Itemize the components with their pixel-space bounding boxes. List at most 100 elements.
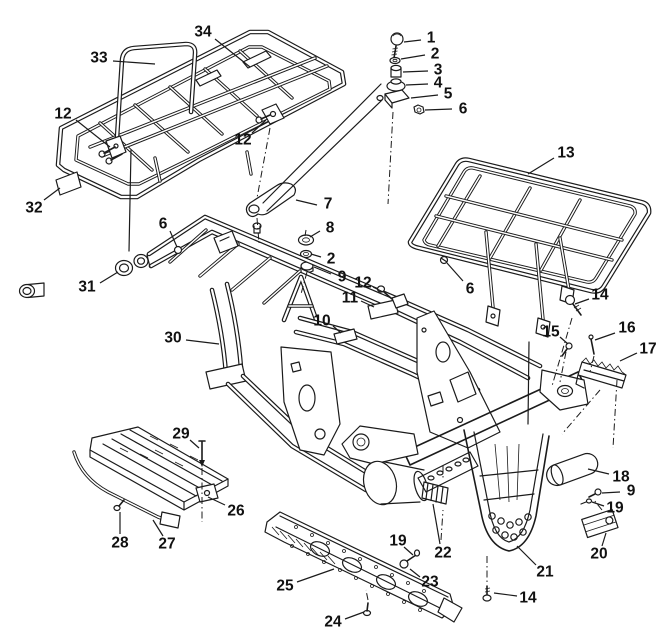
tube-core [408, 158, 651, 293]
leader-line-8 [309, 230, 321, 238]
leader-line-19 [403, 546, 414, 556]
callout-11: 11 [342, 290, 359, 307]
side-panel [280, 346, 341, 456]
callout-6: 6 [466, 281, 475, 298]
leader-line-16 [594, 332, 616, 341]
leader-line-22 [432, 503, 441, 545]
leader-line-6 [169, 230, 178, 248]
front-guard-21 [463, 429, 550, 552]
small-parts-bottom [362, 549, 492, 617]
callout-16: 16 [618, 320, 636, 337]
rack-leg-core [559, 237, 571, 297]
leader-line-9 [313, 266, 332, 275]
callout-4: 4 [434, 75, 443, 92]
callout-13: 13 [557, 145, 575, 162]
leader-line-25 [296, 568, 335, 583]
callout-28: 28 [111, 535, 129, 552]
plate-11 [367, 299, 399, 320]
main-frame [18, 214, 589, 552]
tube-core [489, 187, 531, 259]
leader-line-12 [75, 119, 111, 148]
callout-15: 15 [542, 324, 560, 341]
label-plate-32 [55, 171, 82, 196]
end-cap [18, 283, 36, 299]
fastener-stack-top [376, 32, 425, 115]
callout-34: 34 [194, 24, 212, 41]
tube-core [75, 46, 331, 185]
bolt-6c [173, 245, 183, 255]
leader-line-32 [43, 187, 61, 201]
leader-line-2 [400, 54, 426, 60]
bolt-15 [565, 342, 573, 350]
backrest-hoop-core [114, 42, 197, 155]
callout-24: 24 [324, 614, 342, 631]
tube-core [396, 297, 542, 368]
tube-core [437, 175, 481, 247]
rear-rack [55, 29, 347, 200]
callout-8: 8 [326, 220, 335, 237]
leader-line-34 [214, 38, 251, 68]
leader-line-14 [574, 298, 590, 305]
callout-21: 21 [536, 564, 554, 581]
nut-6a [413, 104, 425, 115]
leader-line-10 [332, 325, 342, 334]
tube-core [445, 195, 623, 241]
front-rack [407, 157, 652, 338]
callout-20: 20 [590, 546, 607, 563]
pin-29 [199, 460, 205, 467]
leader-line-11 [360, 300, 375, 308]
bushing-31 [114, 259, 134, 277]
leader-line-26 [207, 496, 226, 506]
spacer-20 [581, 508, 619, 539]
leader-line-14 [493, 592, 518, 597]
callout-17: 17 [639, 341, 656, 358]
callout-5: 5 [444, 86, 453, 103]
bolt-28 [113, 504, 121, 512]
tube-core [226, 382, 368, 492]
hitch-plate [341, 425, 419, 465]
callout-19: 19 [606, 500, 624, 517]
leader-line-19 [591, 501, 605, 507]
leader-line-33 [112, 60, 156, 65]
tube-core [149, 230, 394, 312]
washer-2 [389, 56, 401, 65]
callout-12: 12 [354, 275, 371, 292]
callout-6: 6 [159, 216, 168, 233]
callout-10: 10 [313, 313, 330, 330]
tube-core [390, 308, 530, 380]
callout-9: 9 [627, 483, 636, 500]
leader-line-13 [527, 157, 555, 175]
tube-18 [546, 452, 599, 486]
leader-line-31 [99, 271, 119, 284]
callout-22: 22 [434, 545, 451, 562]
leader-line-3 [402, 70, 429, 73]
small-parts-right [546, 294, 627, 539]
leader-line-23 [409, 568, 421, 578]
callout-23: 23 [421, 574, 439, 591]
bolt-12b [255, 116, 263, 124]
washer-19b [413, 549, 421, 557]
bolt-23 [399, 559, 409, 569]
tube-core [210, 288, 228, 376]
leader-line-20 [601, 532, 607, 547]
leader-line-18 [587, 468, 610, 475]
callout-26: 26 [227, 503, 245, 520]
tube-core [154, 157, 161, 182]
rack-leg-core [535, 243, 545, 331]
tube-core [246, 151, 252, 175]
callout-2: 2 [327, 251, 336, 268]
rack-bracket-right [261, 103, 285, 125]
tube-core [169, 229, 207, 263]
screw-9b [594, 488, 602, 496]
drum-housing [362, 460, 398, 506]
pin-19a [585, 498, 593, 504]
leader-line-6 [446, 262, 464, 282]
leader-line-2 [310, 253, 322, 258]
bracket-26 [195, 483, 219, 503]
tube-core [435, 215, 613, 261]
bolt-12a [98, 150, 106, 158]
leader-line-6 [424, 108, 453, 111]
callout-2: 2 [431, 46, 440, 63]
